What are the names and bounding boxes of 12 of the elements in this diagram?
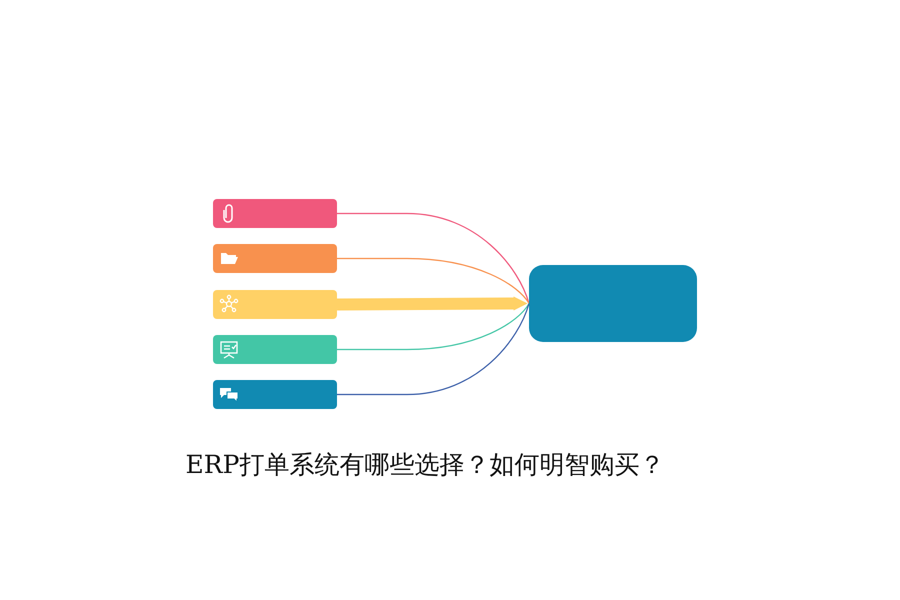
branch-box	[213, 199, 337, 228]
arrow	[336, 296, 528, 310]
branch-box	[213, 244, 337, 273]
connector-line	[337, 303, 530, 396]
connector-line	[337, 258, 530, 304]
connector-line	[337, 212, 530, 304]
connector-line	[337, 303, 530, 350]
branch-box	[213, 290, 337, 319]
branch-box	[213, 380, 337, 409]
branch-box	[213, 335, 337, 364]
topic-box	[529, 265, 697, 342]
caption: ERP打单系统有哪些选择？如何明智购买？	[184, 449, 666, 481]
